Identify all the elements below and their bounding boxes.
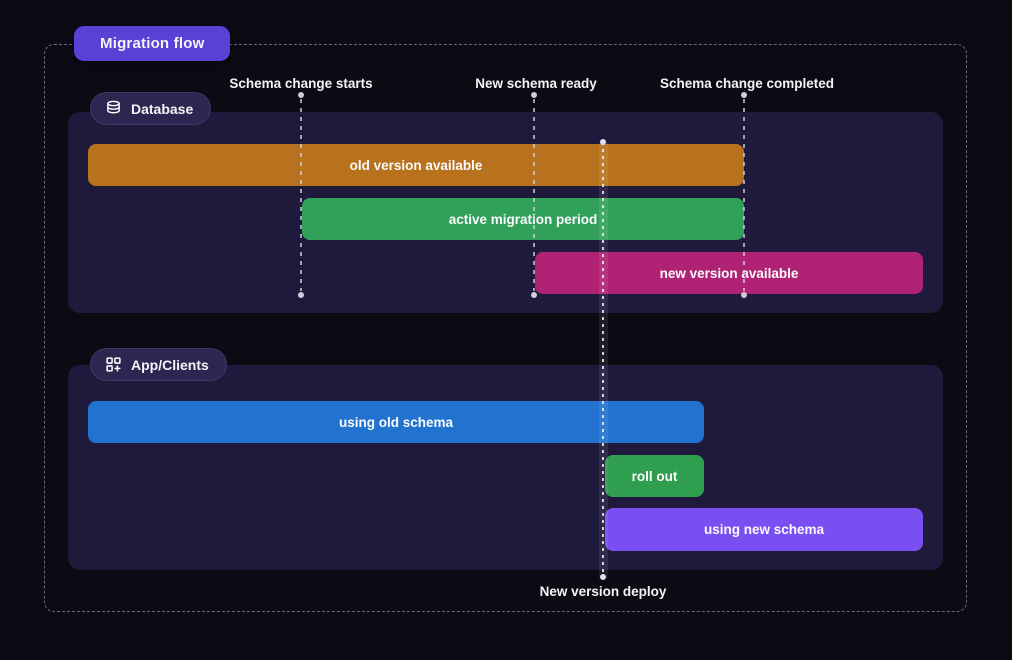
milestone-label-schema-change-starts: Schema change starts	[229, 76, 373, 91]
database-section-badge: Database	[90, 92, 212, 125]
bar-using-new-schema: using new schema	[605, 508, 923, 551]
dashed-frame	[44, 44, 967, 612]
database-section-label: Database	[131, 100, 194, 117]
grid-plus-icon	[105, 356, 122, 373]
diagram-title-badge: Migration flow	[74, 26, 231, 61]
bar-old-version-available: old version available	[88, 144, 744, 186]
deploy-dot	[600, 574, 606, 580]
deploy-dot	[600, 139, 606, 145]
deploy-marker-line	[602, 142, 604, 577]
bar-new-version-available: new version available	[535, 252, 923, 294]
guide-dot	[298, 292, 304, 298]
bar-roll-out: roll out	[605, 455, 704, 497]
bar-active-migration-period: active migration period	[302, 198, 744, 240]
milestone-guide-line	[300, 99, 302, 291]
milestone-label-schema-change-completed: Schema change completed	[659, 76, 835, 91]
guide-dot	[298, 92, 304, 98]
milestone-label-new-schema-ready: New schema ready	[475, 76, 597, 91]
guide-dot	[531, 92, 537, 98]
app-clients-section-label: App/Clients	[131, 356, 209, 373]
milestone-guide-line	[743, 99, 745, 291]
bar-using-old-schema: using old schema	[88, 401, 704, 443]
guide-dot	[531, 292, 537, 298]
guide-dot	[741, 92, 747, 98]
guide-dot	[741, 292, 747, 298]
milestone-guide-line	[533, 99, 535, 291]
database-icon	[105, 100, 122, 117]
deploy-label: New version deploy	[539, 584, 667, 599]
app-clients-section-badge: App/Clients	[90, 348, 227, 381]
